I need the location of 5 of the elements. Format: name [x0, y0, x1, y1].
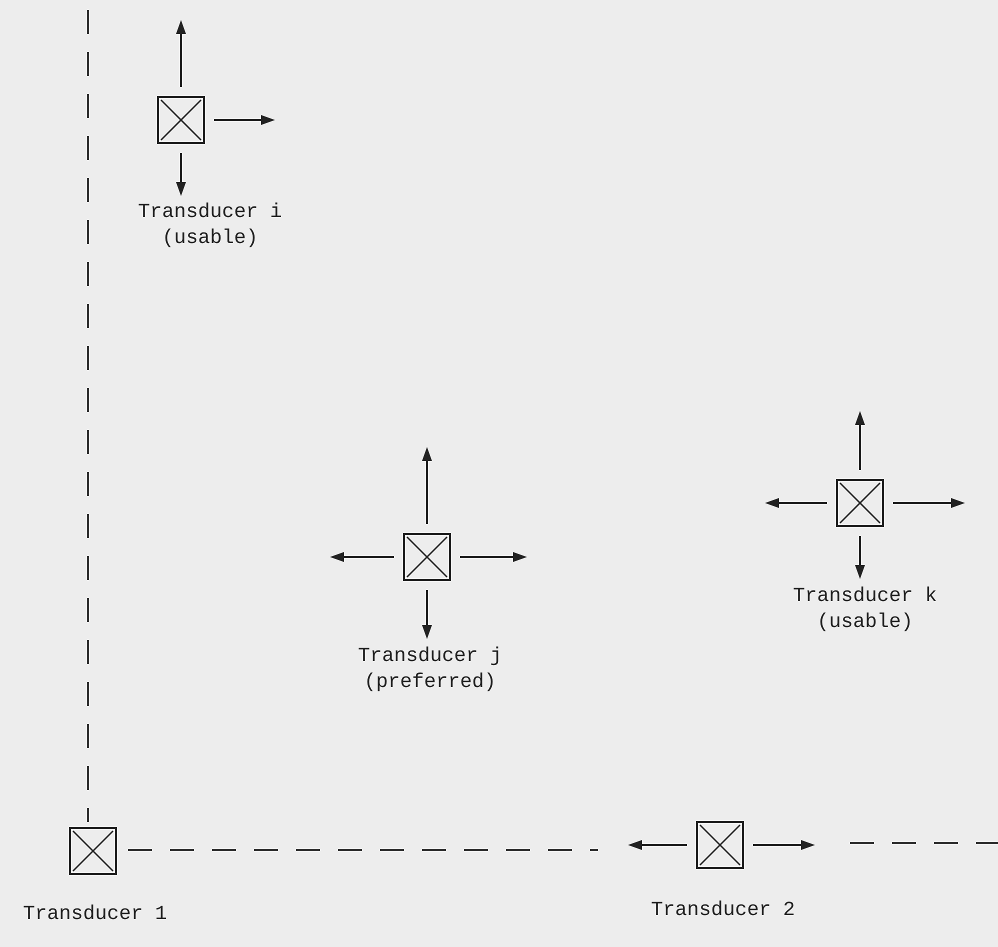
- transducer-label: Transducer j (preferred): [356, 644, 504, 696]
- transducer-label: Transducer i (usable): [136, 200, 284, 252]
- transducer-label: Transducer 2: [650, 898, 796, 924]
- transducer-label: Transducer 1: [22, 902, 168, 928]
- transducer-label: Transducer k (usable): [792, 584, 938, 636]
